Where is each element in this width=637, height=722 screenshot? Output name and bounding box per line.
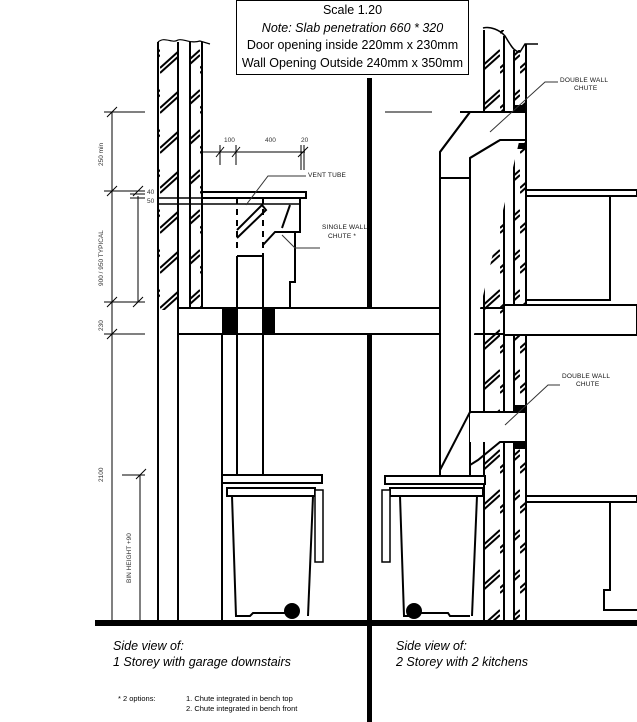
note-box: Scale 1.20 Note: Slab penetration 660 * … xyxy=(236,0,469,75)
dim-40: 40 xyxy=(147,189,155,196)
upper-double-wall-chute-label-1: DOUBLE WALL xyxy=(560,77,609,84)
footnote-option-2: 2. Chute integrated in bench front xyxy=(186,704,298,713)
left-caption-line1: Side view of: xyxy=(113,639,184,653)
dim-100: 100 xyxy=(224,137,235,144)
upper-double-wall-chute-label-2: CHUTE xyxy=(574,85,598,92)
single-wall-chute-label-2: CHUTE * xyxy=(328,233,357,240)
dim-bench-typical: 900 / 950 TYPICAL xyxy=(98,230,105,286)
left-caption: Side view of: 1 Storey with garage downs… xyxy=(113,638,291,670)
leader-lines xyxy=(245,81,560,426)
left-caption-line2: 1 Storey with garage downstairs xyxy=(113,655,291,669)
door-opening-text: Door opening inside 220mm x 230mm xyxy=(246,38,459,52)
right-caption-line1: Side view of: xyxy=(396,639,467,653)
dim-50: 50 xyxy=(147,198,155,205)
right-caption-line2: 2 Storey with 2 kitchens xyxy=(396,655,529,669)
ground-line xyxy=(95,620,637,626)
dim-400: 400 xyxy=(265,137,276,144)
dim-2100: 2100 xyxy=(98,467,105,482)
dim-250-min: 250 min xyxy=(98,142,105,166)
wall-opening-text: Wall Opening Outside 240mm x 350mm xyxy=(241,55,464,70)
lower-double-wall-chute-label-1: DOUBLE WALL xyxy=(562,373,611,380)
single-wall-chute-label-1: SINGLE WALL xyxy=(322,224,368,231)
dim-bin-height: BIN HEIGHT +90 xyxy=(126,533,133,583)
vent-tube-label: VENT TUBE xyxy=(308,172,347,179)
dim-20: 20 xyxy=(301,137,309,144)
slab-penetration-note: Note: Slab penetration 660 * 320 xyxy=(261,20,444,35)
center-divider xyxy=(367,78,372,722)
right-caption: Side view of: 2 Storey with 2 kitchens xyxy=(396,638,528,670)
footnote-option-1: 1. Chute integrated in bench top xyxy=(186,694,293,703)
lower-double-wall-chute-label-2: CHUTE xyxy=(576,381,600,388)
scale-text: Scale 1.20 xyxy=(322,3,383,17)
right-view xyxy=(381,26,637,620)
footnote-marker: * 2 options: xyxy=(118,694,156,703)
dim-230: 230 xyxy=(98,320,105,331)
